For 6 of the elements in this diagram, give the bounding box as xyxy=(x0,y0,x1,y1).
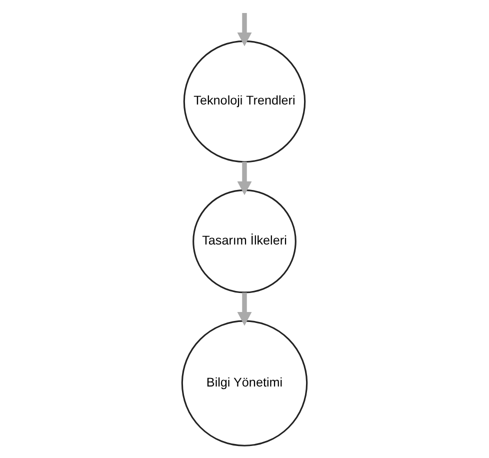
arrow xyxy=(237,292,252,326)
node-circle: Bilgi Yönetimi xyxy=(181,320,308,446)
node-circle: Tasarım İlkeleri xyxy=(192,189,296,294)
arrow xyxy=(237,13,252,46)
node-circle: Teknoloji Trendleri xyxy=(183,40,306,163)
arrow xyxy=(237,162,252,196)
